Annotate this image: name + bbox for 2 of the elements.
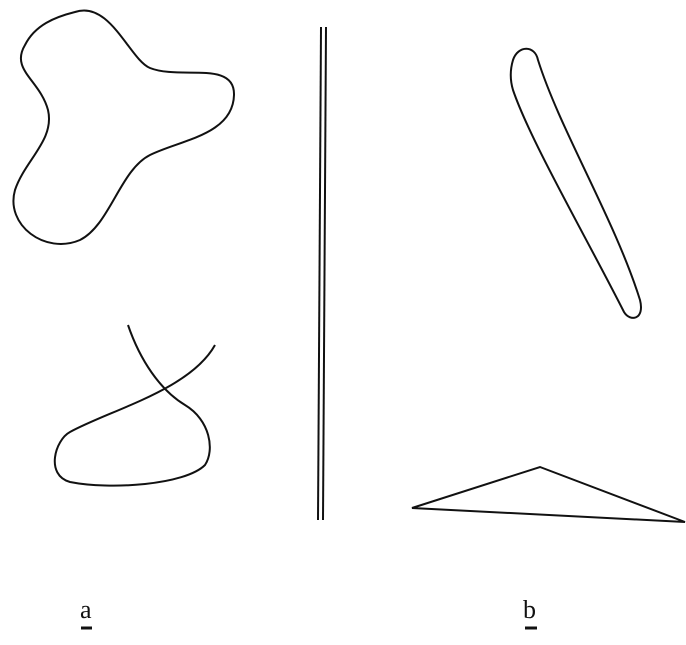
- panel-letter: a: [80, 597, 92, 623]
- panel-letter: b: [523, 597, 536, 623]
